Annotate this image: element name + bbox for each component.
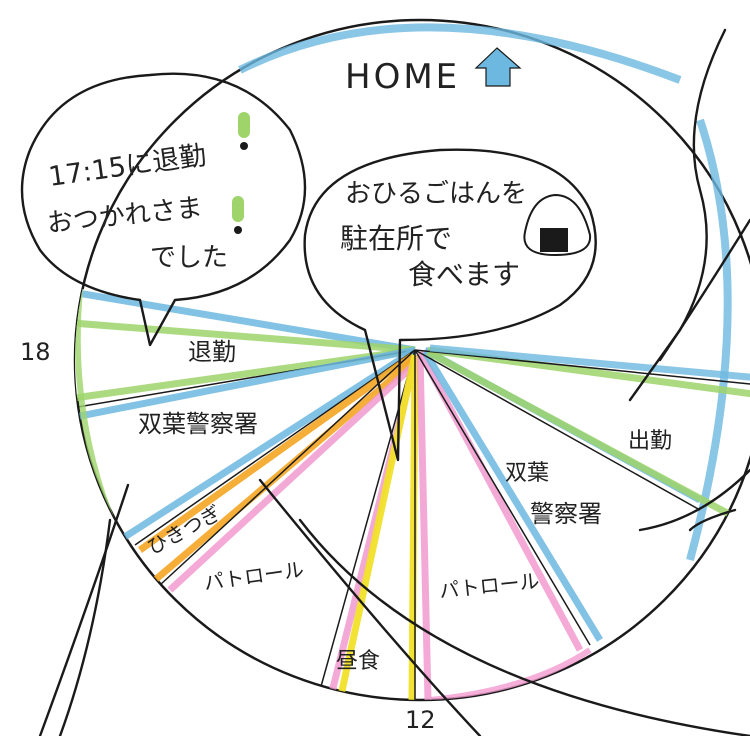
center-speech-bubble: おひるごはんを 駐在所で 食べます (303, 148, 597, 462)
label-futaba-right-1: 双葉 (505, 461, 549, 486)
clock-label-12: 12 (405, 706, 436, 734)
label-chushoku: 昼食 (336, 649, 380, 674)
label-shukkin: 出勤 (628, 429, 672, 454)
label-futaba-right-2: 警察署 (530, 500, 602, 528)
onigiri-icon (523, 193, 592, 257)
bottom-pointer-lines (38, 478, 750, 736)
home-label: HOME (345, 57, 460, 97)
exclamation-dot-icon (234, 226, 242, 234)
schedule-segments (75, 285, 750, 700)
home-area: HOME (345, 47, 522, 97)
center-bubble-line1: おひるごはんを (345, 179, 527, 209)
center-bubble-line2: 駐在所で (340, 222, 452, 255)
label-taikin: 退勤 (188, 338, 236, 366)
exclamation-icon (238, 112, 250, 138)
left-bubble-line3: でした (150, 243, 228, 273)
home-arrow-icon (474, 47, 522, 87)
exclamation-dot-icon (240, 142, 248, 150)
right-pointer-lines (628, 28, 750, 532)
exclamation-icon (232, 196, 244, 222)
center-bubble-line3: 食べます (408, 258, 520, 291)
label-futaba-left: 双葉警察署 (138, 410, 258, 438)
clock-label-18: 18 (20, 338, 51, 366)
